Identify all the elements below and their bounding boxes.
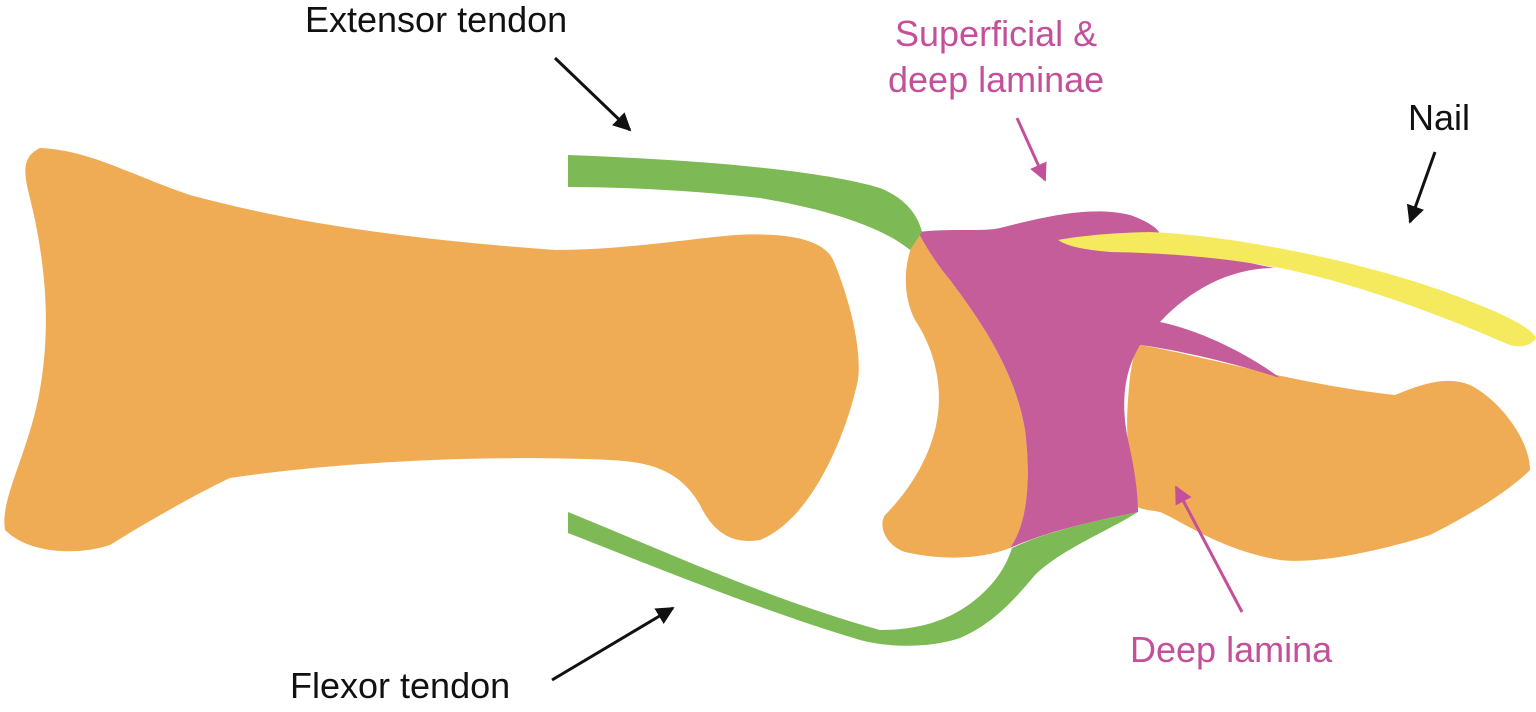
proximal-bone: [4, 148, 859, 552]
nail-arrow: [1406, 151, 1437, 224]
flexor-tendon-shape: [568, 512, 1138, 646]
extensor-tendon-label: Extensor tendon: [305, 0, 567, 40]
superficial-deep-laminae-label-line1: Superficial &: [895, 13, 1097, 54]
superficial-deep-laminae-arrow: [1015, 117, 1047, 182]
deep-lamina-label: Deep lamina: [1130, 629, 1333, 670]
superficial-deep-laminae-label-line2: deep laminae: [888, 59, 1104, 100]
nail: [1058, 232, 1536, 347]
flexor-tendon-label: Flexor tendon: [290, 665, 510, 706]
middle-bone: [882, 232, 1028, 558]
distal-bone: [1127, 345, 1530, 561]
flexor-tendon-arrow: [551, 606, 675, 682]
extensor-tendon-shape: [568, 155, 922, 250]
nail-label: Nail: [1408, 97, 1470, 138]
superficial-deep-laminae: [918, 211, 1280, 549]
deep-lamina-arrow: [1174, 485, 1244, 613]
extensor-tendon-arrow: [553, 56, 632, 132]
